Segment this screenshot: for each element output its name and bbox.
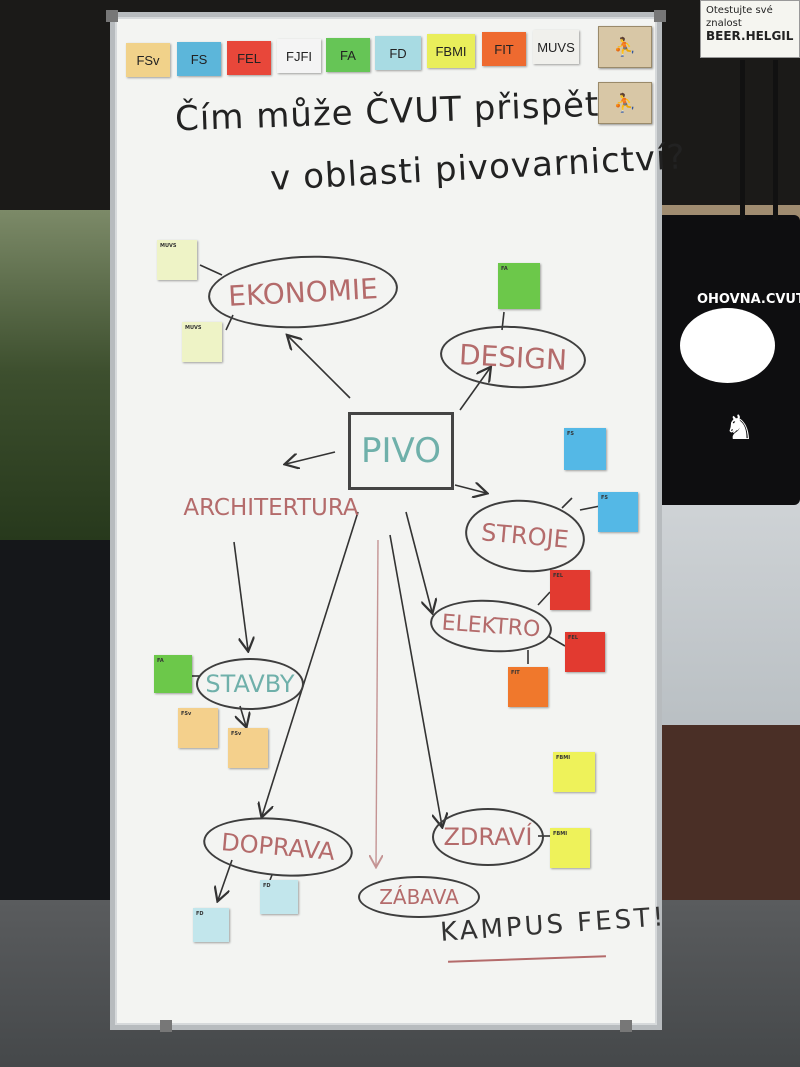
board-corner [106,10,118,22]
faculty-tag-fa: FA [326,38,370,72]
sticky-note-label: FD [263,883,271,889]
sticky-note-label: MUVS [160,243,177,249]
board-corner [654,10,666,22]
board-corner [620,1020,632,1032]
node-architektura: ARCHITERTURA [183,495,359,521]
faculty-tag-fsv: FSv [126,43,170,77]
sticky-note: FBMI [553,752,595,792]
sticky-note-label: FA [501,266,508,272]
sticky-note: FBMI [550,828,590,868]
sticky-note: FEL [550,570,590,610]
sticky-note-label: FEL [568,635,579,641]
sticky-note-label: MUVS [185,325,202,331]
node-stavby: STAVBY [196,658,304,710]
sticky-note: FA [154,655,192,693]
sticky-note-label: FEL [553,573,564,579]
faculty-tag-fs: FS [177,42,221,76]
right-table-cloth [640,500,800,730]
sticky-note-label: FS [567,431,575,437]
sticky-note: FEL [565,632,605,672]
faculty-tag-muvs: MUVS [533,30,579,64]
sticky-note-label: FBMI [556,755,571,761]
faculty-tag-fd: FD [375,36,421,70]
node-zdravi: ZDRAVÍ [432,808,544,866]
sticky-note: FD [260,880,298,914]
sticky-note-label: FS [601,495,609,501]
figurine-magnet-icon: ⛹ [598,82,652,124]
sticky-note: MUVS [182,322,222,362]
sticky-note: FS [564,428,606,470]
faculty-tag-fit: FIT [482,32,526,66]
node-zabava: ZÁBAVA [358,876,480,918]
sticky-note: FA [498,263,540,309]
lion-logo-icon: ♞ [724,408,755,448]
sign-line-2: BEER.HELGIL [706,29,794,43]
board-corner [160,1020,172,1032]
sticky-note: FSv [228,728,268,768]
center-node-pivo: PIVO [348,412,454,490]
sticky-note: FD [193,908,229,942]
sticky-note-label: FSv [231,731,242,737]
sticky-note: FIT [508,667,548,707]
sticky-note-label: FA [157,658,164,664]
sticky-note: MUVS [157,240,197,280]
sticky-note-label: FBMI [553,831,568,837]
sticky-note-label: FSv [181,711,192,717]
sticky-note-label: FD [196,911,204,917]
sign-line-1: Otestujte své znalost [706,5,773,29]
faculty-tag-fjfi: FJFI [277,39,321,73]
bag-strap-right [773,60,778,220]
sticky-note-label: FIT [511,670,520,676]
speech-bubble-icon [680,308,775,383]
right-table-base [640,725,800,905]
trees-background [0,210,130,570]
faculty-tag-fbmi: FBMI [427,34,475,68]
bag-url-text: OHOVNA.CVUT.CZ [697,292,800,307]
sticky-note: FSv [178,708,218,748]
faculty-tag-fel: FEL [227,41,271,75]
bag-strap-left [740,60,745,220]
figurine-magnet-icon: ⛹ [598,26,652,68]
sticky-note: FS [598,492,638,532]
